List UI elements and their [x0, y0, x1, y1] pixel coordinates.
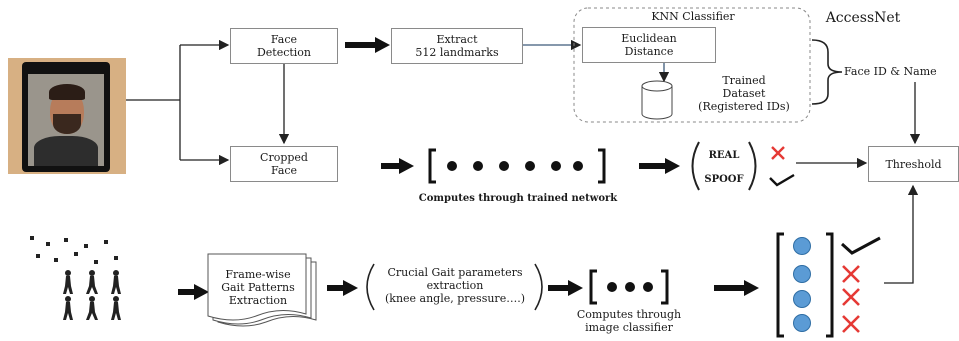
cross-icon-output-2: [842, 265, 860, 283]
params-paren-left: [366, 263, 375, 311]
gait-parameters-label: Crucial Gait parameters extraction (knee…: [384, 266, 525, 305]
phone-selfie-photo: [8, 58, 126, 174]
classifier-bracket-left: [589, 269, 597, 305]
phone-screen: [28, 74, 104, 166]
check-icon-output: [840, 236, 881, 255]
vector-dots: [447, 161, 583, 171]
knn-classifier-label: KNN Classifier: [651, 10, 735, 23]
spoof-label: SPOOF: [704, 174, 744, 185]
output-node-4: [793, 314, 811, 332]
dataset-cylinder-icon: [641, 80, 673, 120]
output-bracket-right: [826, 232, 834, 338]
person-hair: [49, 84, 85, 100]
phone-device: [22, 62, 110, 172]
gait-silhouettes-icon: [30, 236, 121, 320]
real-label: REAL: [708, 150, 740, 161]
realspoof-paren-left: [691, 141, 700, 191]
computes-trained-network-label: Computes through trained network: [418, 193, 618, 204]
trained-dataset-label: Trained Dataset (Registered IDs): [698, 74, 790, 113]
cropped-face-box: Cropped Face: [230, 146, 338, 182]
computes-image-classifier-label: Computes through image classifier: [576, 308, 682, 334]
extract-landmarks-box: Extract 512 landmarks: [391, 28, 523, 64]
connector-phone-split: [126, 45, 181, 160]
output-node-1: [793, 237, 811, 255]
cross-icon-output-3: [842, 288, 860, 306]
output-bracket-left: [776, 232, 784, 338]
vector-bracket-left: [428, 148, 436, 184]
cross-icon-real: [771, 146, 785, 160]
euclidean-distance-box: Euclidean Distance: [582, 27, 716, 63]
params-paren-right: [534, 263, 543, 311]
threshold-box: Threshold: [868, 146, 959, 182]
brace-face-id: [811, 39, 843, 105]
face-detection-box: Face Detection: [230, 28, 338, 64]
output-node-3: [793, 290, 811, 308]
vector-bracket-right: [598, 148, 606, 184]
face-id-name-label: Face ID & Name: [844, 65, 937, 78]
gait-document-stack: [207, 253, 317, 327]
realspoof-paren-right: [748, 141, 757, 191]
classifier-bracket-right: [661, 269, 669, 305]
gait-extraction-label: Frame-wise Gait Patterns Extraction: [221, 268, 295, 307]
diagram-title: AccessNet: [825, 10, 901, 26]
classifier-dots: [607, 282, 653, 292]
cross-icon-output-4: [842, 315, 860, 333]
person-shirt: [34, 136, 98, 166]
check-icon-spoof: [769, 173, 795, 187]
person-beard: [53, 114, 81, 134]
arrow-gait-to-threshold: [884, 184, 919, 284]
output-node-2: [793, 265, 811, 283]
knn-classifier-region: [573, 7, 811, 123]
